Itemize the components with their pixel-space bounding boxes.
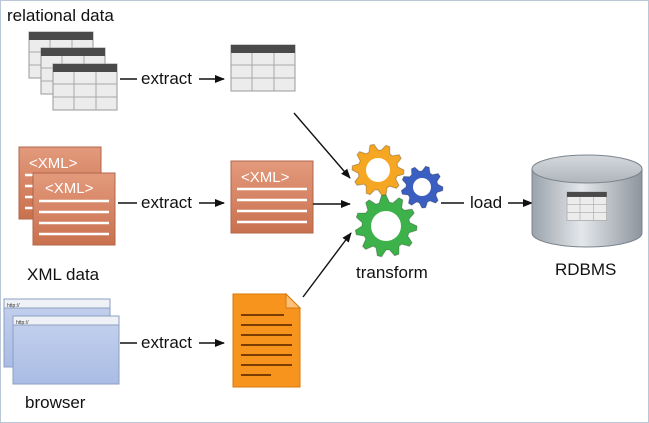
staged-xml-icon: <XML> xyxy=(229,159,315,235)
label-bg xyxy=(137,68,199,90)
xml-tag-staged: <XML> xyxy=(241,169,290,186)
label-bg xyxy=(137,192,199,214)
database-table-icon xyxy=(566,191,607,221)
blue-gear-hole xyxy=(413,178,431,196)
extract-label-browser: extract xyxy=(141,333,193,352)
green-gear-hole xyxy=(371,211,401,241)
label-bg xyxy=(464,192,508,214)
extract-label-relational: extract xyxy=(141,69,193,88)
browser-icon: http:// http:// xyxy=(3,298,120,385)
xml-tag-back: <XML> xyxy=(29,155,78,172)
xml-data-label: XML data xyxy=(27,265,100,284)
browser-label: browser xyxy=(25,393,86,412)
url-text-back: http:// xyxy=(7,303,20,309)
relational-data-icon xyxy=(28,31,118,111)
orange-gear-hole xyxy=(366,158,390,182)
transform-gears-icon xyxy=(351,143,444,258)
load-label: load xyxy=(470,193,503,212)
label-bg xyxy=(137,332,199,354)
xml-tag-front: <XML> xyxy=(45,180,94,197)
rdbms-label: RDBMS xyxy=(555,260,617,279)
document-icon xyxy=(232,292,302,388)
arrow-table-to-transform xyxy=(293,112,351,179)
xml-data-icon: <XML> <XML> xyxy=(17,145,117,247)
relational-data-label: relational data xyxy=(7,6,114,25)
url-text-front: http:// xyxy=(16,320,29,326)
arrow-doc-to-transform xyxy=(302,232,352,298)
transform-label: transform xyxy=(356,263,428,282)
database-icon xyxy=(531,154,643,248)
staged-table-icon xyxy=(230,44,296,92)
extract-label-xml: extract xyxy=(141,193,193,212)
